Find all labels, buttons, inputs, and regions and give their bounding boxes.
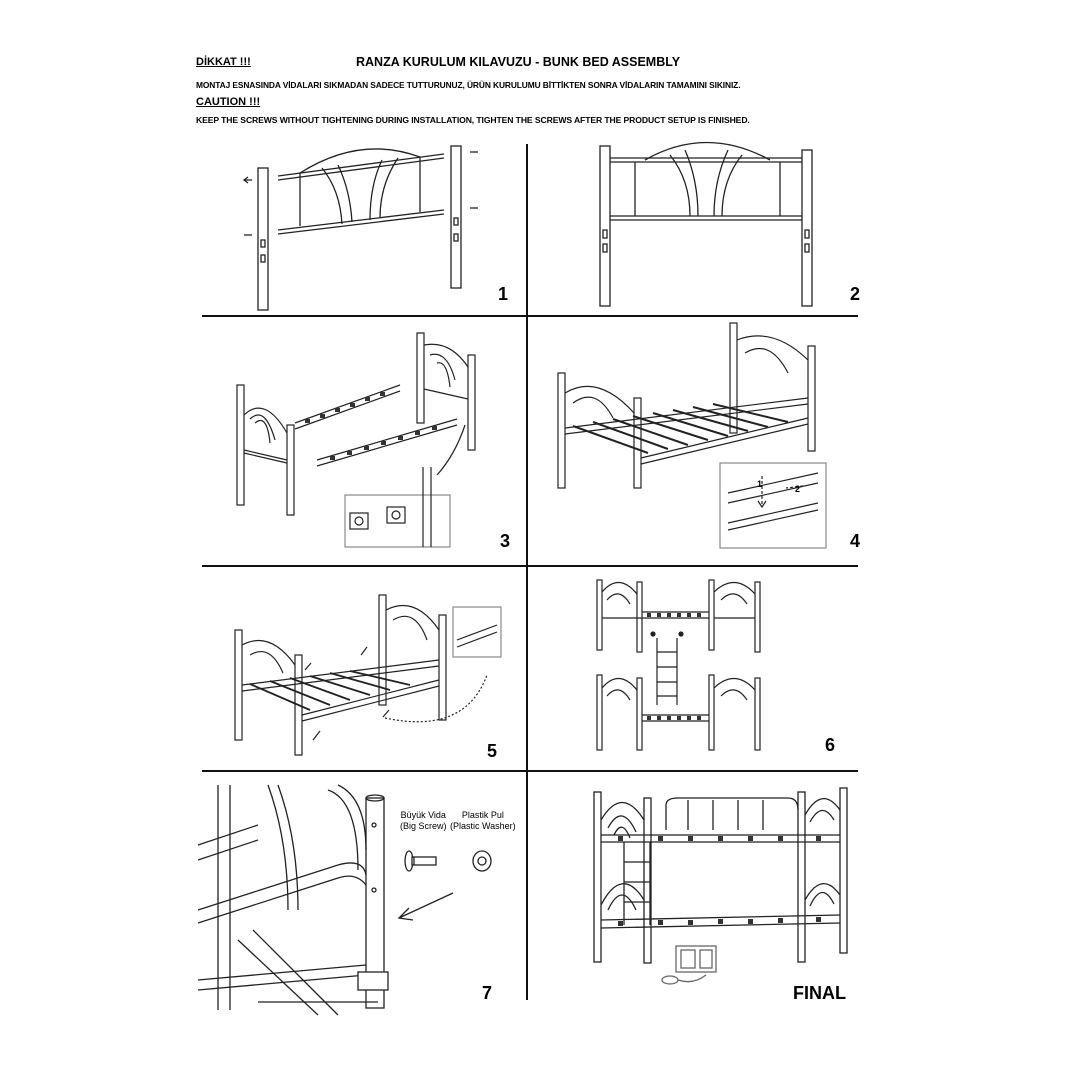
step4-illustration [557,322,827,549]
step-2-number: 2 [850,284,861,304]
step7-illustration [197,784,389,1016]
warning-tr-text: MONTAJ ESNASINDA VİDALARI SIKMADAN SADEC… [196,80,741,90]
step6-illustration [596,579,761,751]
step-3-number: 3 [500,531,511,551]
final-illustration [593,787,848,985]
big-screw-label: Büyük Vida (Big Screw) [400,810,447,832]
step3-illustration [236,332,476,548]
step4-callout-1: 1 [757,479,763,489]
caution-label: CAUTION !!! [196,96,261,108]
step-6-number: 6 [825,735,836,755]
step-7-number: 7 [482,983,493,1003]
page-title: RANZA KURULUM KILAVUZU - BUNK BED ASSEMB… [356,55,681,69]
plastic-washer-label-tr: Plastik Pul [461,810,504,820]
step2-illustration [599,141,813,307]
plastic-washer-label: Plastik Pul (Plastic Washer) [450,810,516,832]
step1-illustration [242,145,478,311]
big-screw-label-en: (Big Screw) [400,821,447,831]
column-divider [526,144,528,1000]
final-label: FINAL [793,983,846,1003]
row-divider-3 [202,770,858,772]
step-1-number: 1 [498,284,509,304]
step-4-number: 4 [850,531,861,551]
caution-text: KEEP THE SCREWS WITHOUT TIGHTENING DURIN… [196,115,750,125]
row-divider-1 [202,315,858,317]
insert-arrow-icon [397,892,454,921]
step4-callout-2: 2 [795,484,801,494]
warning-tr-label: DİKKAT !!! [196,56,251,68]
step5-illustration [234,594,502,756]
plastic-washer-label-en: (Plastic Washer) [450,821,516,831]
plastic-washer-icon [472,850,492,872]
big-screw-icon [404,850,437,872]
big-screw-label-tr: Büyük Vida [400,810,446,820]
step-5-number: 5 [487,741,498,761]
row-divider-2 [202,565,858,567]
